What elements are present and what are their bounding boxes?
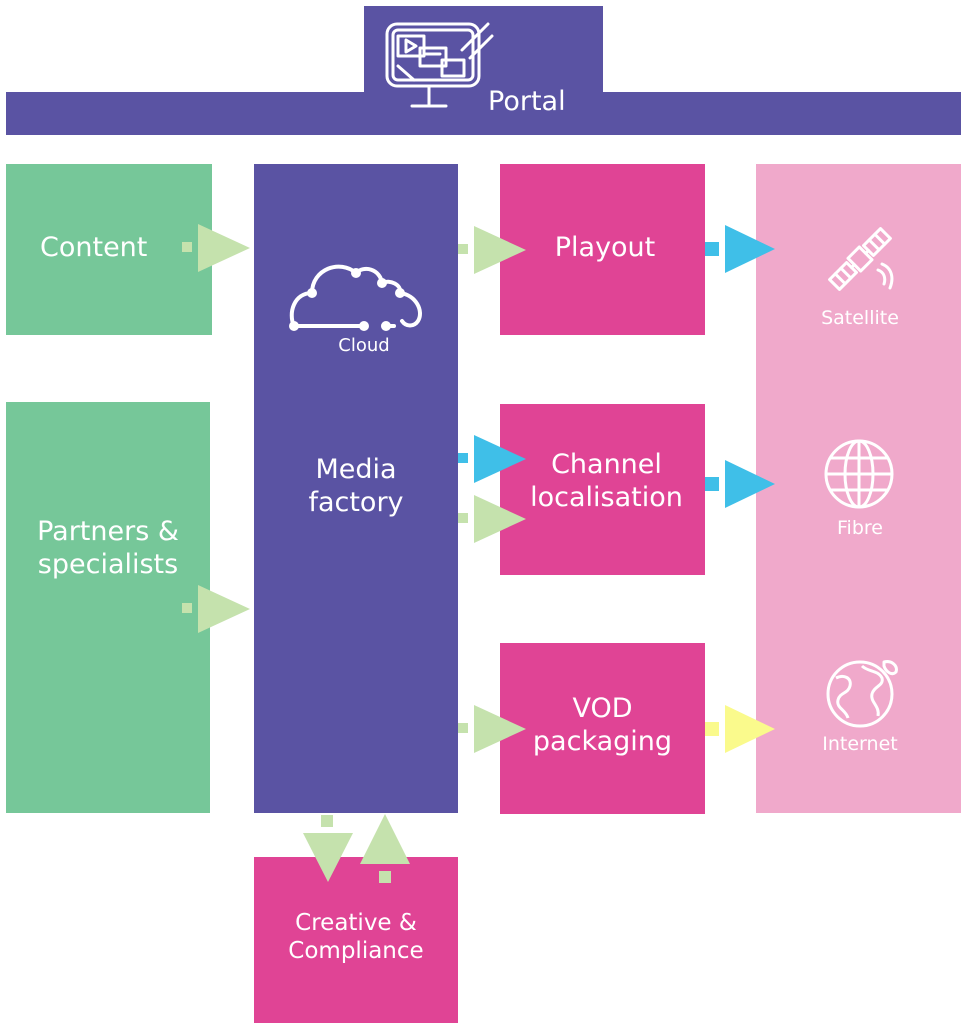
partners-box[interactable] (6, 402, 210, 813)
content-box[interactable] (6, 164, 212, 335)
cloud-network-icon (289, 264, 422, 331)
fibre-arrow (705, 460, 775, 508)
fibre-label: Fibre (837, 517, 883, 539)
monitor-windows-icon (385, 22, 494, 108)
media-factory-label: Media factory (308, 454, 404, 518)
vod-arrow (458, 705, 526, 753)
world-map-icon (826, 660, 898, 728)
portal-label[interactable]: Portal (488, 86, 566, 117)
channel-localisation-box[interactable] (500, 404, 705, 575)
partners-arrow (182, 585, 250, 633)
channel-arrow-blue (458, 435, 526, 483)
content-label: Content (40, 232, 148, 263)
internet-arrow (705, 705, 775, 753)
creative-compliance-label: Creative & Compliance (288, 910, 424, 965)
satellite-icon (828, 227, 894, 291)
satellite-label: Satellite (821, 307, 899, 329)
creative-down-arrow (303, 815, 353, 882)
vod-packaging-box[interactable] (500, 643, 705, 814)
satellite-arrow (705, 225, 775, 273)
vod-packaging-label: VOD packaging (532, 693, 673, 757)
cloud-label: Cloud (338, 335, 390, 356)
partners-label: Partners & specialists (37, 516, 179, 580)
playout-arrow (458, 226, 526, 274)
creative-up-arrow (360, 814, 410, 883)
creative-compliance-box[interactable] (254, 857, 458, 1023)
internet-label: Internet (822, 733, 898, 755)
playout-label: Playout (554, 232, 656, 263)
playout-box[interactable] (500, 164, 705, 335)
content-arrow (182, 224, 250, 272)
channel-arrow-green (458, 495, 526, 543)
channel-localisation-label: Channel localisation (530, 449, 683, 513)
globe-grid-icon (824, 439, 894, 509)
